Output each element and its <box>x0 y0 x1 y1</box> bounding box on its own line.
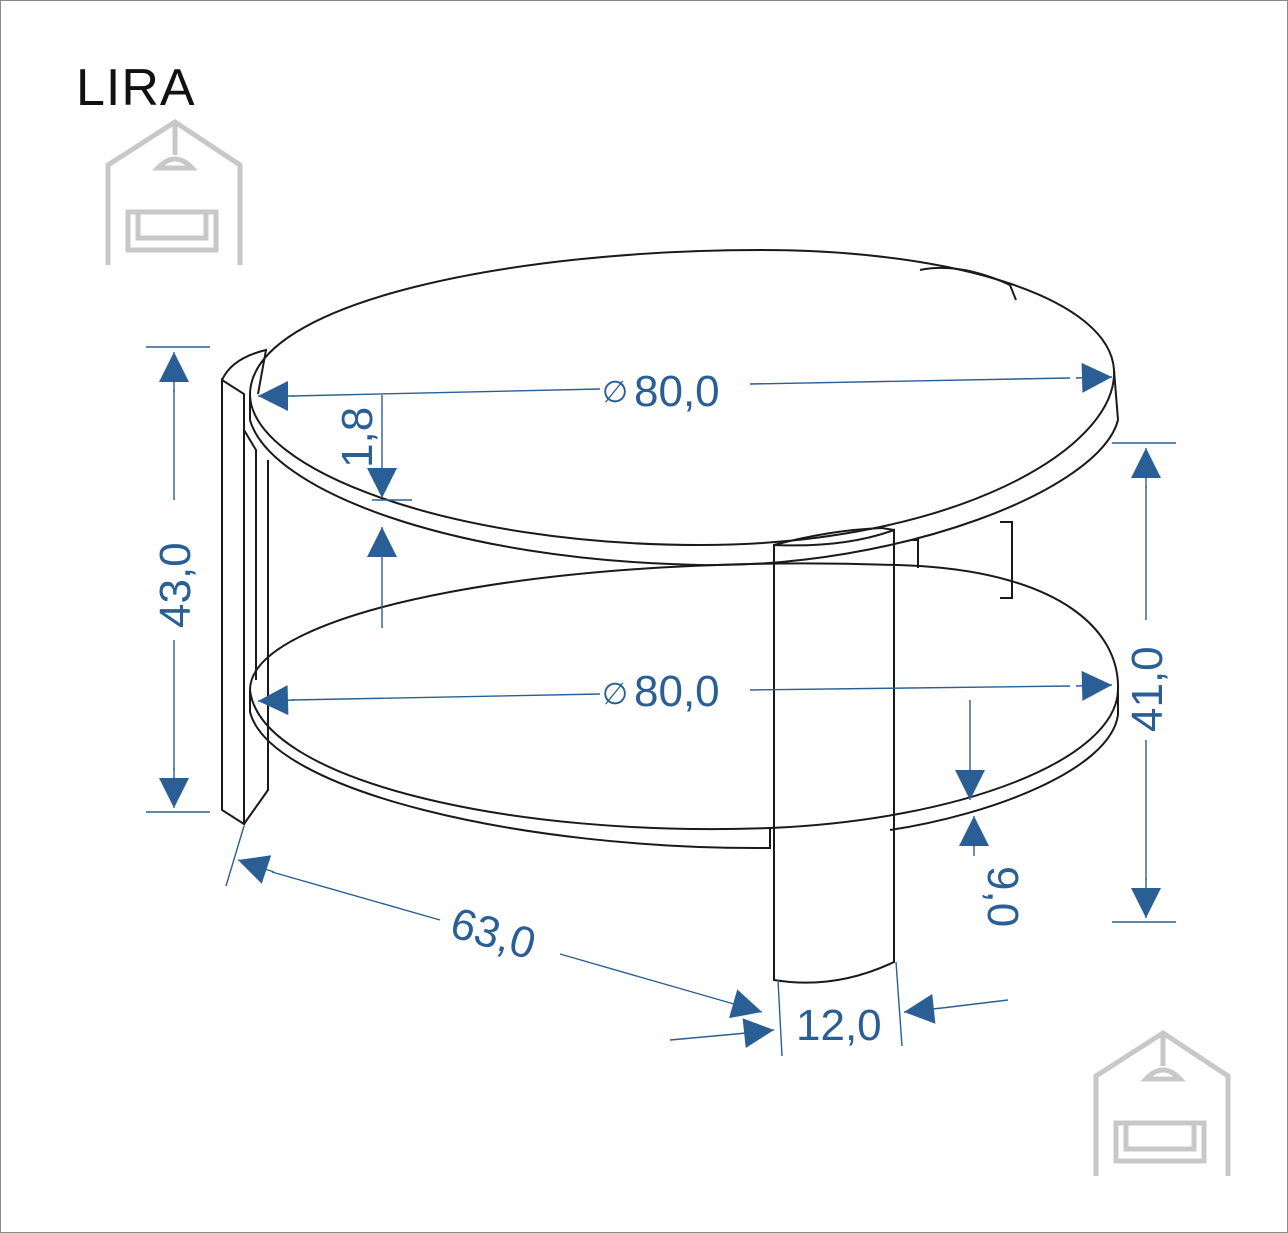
house-sofa-logo-icon <box>1093 1030 1231 1176</box>
shelf-thickness-label: 9,0 <box>978 866 1027 927</box>
top-diameter-label: 80,0 <box>634 367 720 416</box>
shelf-diameter-symbol: ∅ <box>602 677 628 712</box>
shelf-diameter-label: 80,0 <box>634 667 720 716</box>
dimension-labels: ∅ 80,0 ∅ 80,0 43,0 41,0 1,8 9,0 63,0 12,… <box>151 367 1172 1050</box>
top-diameter-symbol: ∅ <box>602 375 628 410</box>
product-title: LIRA <box>76 59 196 117</box>
leg-width-label: 12,0 <box>796 1001 882 1050</box>
top-thickness-label: 1,8 <box>333 407 382 468</box>
table-drawing <box>221 248 1120 984</box>
dimension-lines <box>146 346 1176 1057</box>
front-leg <box>773 528 895 984</box>
total-height-label: 43,0 <box>151 542 200 628</box>
leg-height-label: 41,0 <box>1123 646 1172 732</box>
depth-label: 63,0 <box>445 899 541 970</box>
house-sofa-logo-icon <box>105 119 243 265</box>
